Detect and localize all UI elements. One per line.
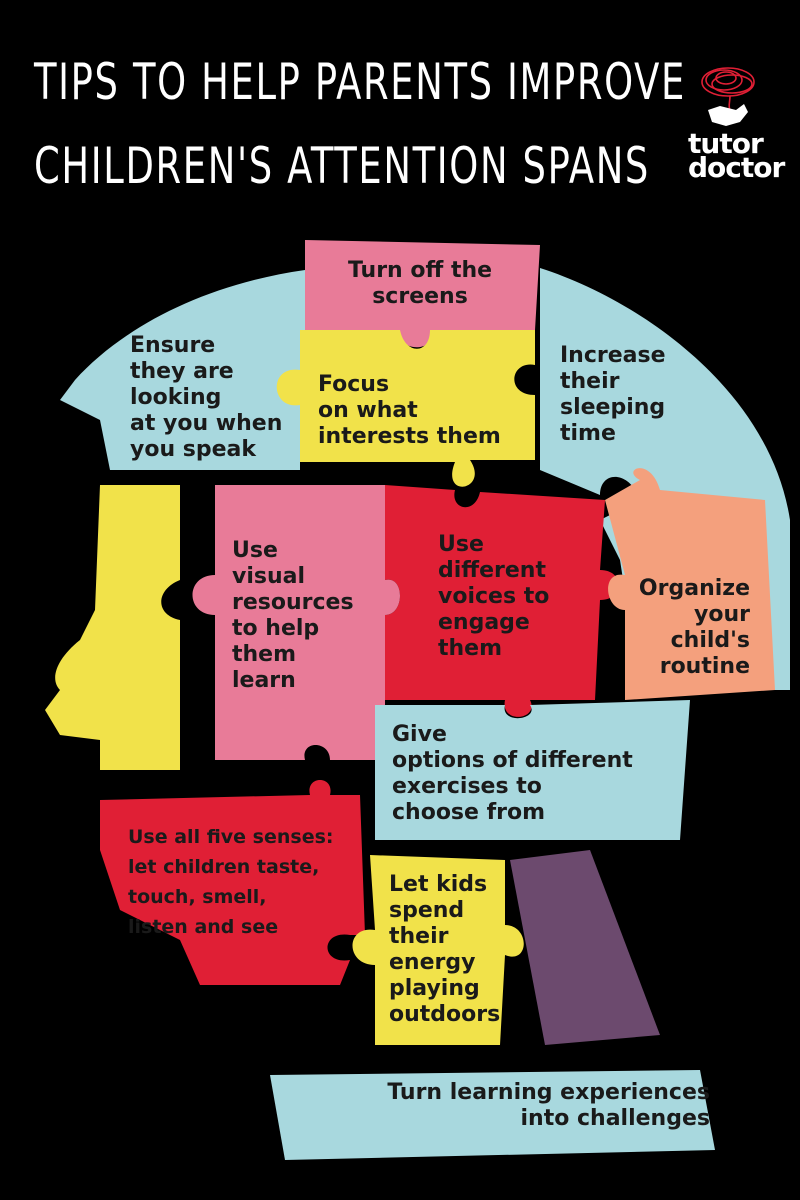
- tip-line: choose from: [392, 800, 546, 825]
- tip-line: let children taste,: [128, 856, 320, 878]
- tip-line: spend: [389, 898, 465, 923]
- tip-line: energy: [389, 950, 476, 975]
- brand-name-line-1: tutor: [688, 127, 764, 160]
- tip-line: they are: [130, 359, 234, 384]
- tip-line: to help: [232, 616, 320, 641]
- tip-line: sleeping: [560, 395, 666, 420]
- tip-line: Organize: [638, 576, 750, 601]
- puzzle-piece-screens: [305, 240, 540, 348]
- title-line-2: CHILDREN'S ATTENTION SPANS: [34, 137, 650, 195]
- tip-line: touch, smell,: [128, 886, 267, 908]
- tip-five-senses: Use all five senses: let children taste,…: [128, 822, 368, 942]
- tip-line: your: [694, 602, 750, 627]
- brand-name: tutor doctor: [688, 127, 788, 184]
- tip-line: resources: [232, 590, 354, 615]
- tip-line: child's: [670, 628, 750, 653]
- tip-line: routine: [659, 654, 750, 679]
- tip-turn-off-screens: Turn off the screens: [320, 258, 520, 310]
- tip-visual-resources: Use visual resources to help them learn: [232, 538, 382, 694]
- title-line-1: TIPS TO HELP PARENTS IMPROVE: [34, 53, 686, 111]
- tip-focus-interests: Focus on what interests them: [318, 372, 528, 450]
- tip-line: Focus: [318, 372, 390, 397]
- puzzle-piece-voices: [385, 485, 619, 717]
- tip-line: Turn off the: [347, 258, 493, 283]
- puzzle-piece-ensure-looking: [60, 270, 305, 470]
- tip-line: into challenges: [520, 1106, 710, 1131]
- tip-line: them: [438, 636, 503, 661]
- brand-name-line-2: doctor: [688, 151, 785, 184]
- tip-line: Turn learning experiences: [387, 1080, 710, 1105]
- tip-line: time: [560, 421, 616, 446]
- tip-line: screens: [372, 284, 468, 309]
- tip-line: them: [232, 642, 297, 667]
- tip-line: voices to: [438, 584, 550, 609]
- tip-turn-learning: Turn learning experiences into challenge…: [330, 1080, 710, 1132]
- puzzle-piece-focus: [276, 330, 535, 487]
- tip-line: their: [389, 924, 449, 949]
- tip-line: you speak: [130, 437, 257, 462]
- tip-line: playing: [389, 976, 480, 1001]
- tip-line: Ensure: [130, 333, 216, 358]
- tutor-doctor-logo-icon: [701, 67, 755, 126]
- tip-line: options of different: [392, 748, 633, 773]
- tip-give-options: Give options of different exercises to c…: [392, 722, 672, 826]
- tip-line: visual: [232, 564, 306, 589]
- tip-line: interests them: [318, 424, 501, 449]
- tip-line: looking: [130, 385, 222, 410]
- tip-spend-energy: Let kids spend their energy playing outd…: [389, 872, 509, 1028]
- tip-line: exercises to: [392, 774, 542, 799]
- tip-line: outdoors: [389, 1002, 501, 1027]
- tip-organize-routine: Organize your child's routine: [620, 576, 750, 680]
- tip-line: listen and see: [128, 916, 279, 938]
- tip-line: learn: [232, 668, 296, 693]
- tip-line: different: [438, 558, 546, 583]
- tip-line: engage: [438, 610, 530, 635]
- puzzle-piece-energy: [352, 855, 524, 1045]
- tip-different-voices: Use different voices to engage them: [438, 532, 598, 662]
- puzzle-piece-challenge: [270, 1070, 715, 1160]
- tip-line: Use: [232, 538, 278, 563]
- puzzle-piece-options: [375, 700, 690, 840]
- tip-ensure-looking: Ensure they are looking at you when you …: [130, 333, 300, 463]
- tip-line: Increase: [560, 343, 666, 368]
- puzzle-piece-face: [45, 485, 180, 770]
- tip-line: their: [560, 369, 620, 394]
- puzzle-piece-neck: [510, 850, 660, 1045]
- tip-line: Let kids: [389, 872, 488, 897]
- tip-line: on what: [318, 398, 418, 423]
- puzzle-piece-routine: [605, 468, 775, 700]
- tip-increase-sleep: Increase their sleeping time: [560, 343, 720, 447]
- puzzle-piece-senses: [100, 780, 365, 985]
- tip-line: Use all five senses:: [128, 826, 334, 848]
- tip-line: Use: [438, 532, 484, 557]
- puzzle-piece-visual: [192, 485, 400, 760]
- tip-line: at you when: [130, 411, 283, 436]
- tip-line: Give: [392, 722, 447, 747]
